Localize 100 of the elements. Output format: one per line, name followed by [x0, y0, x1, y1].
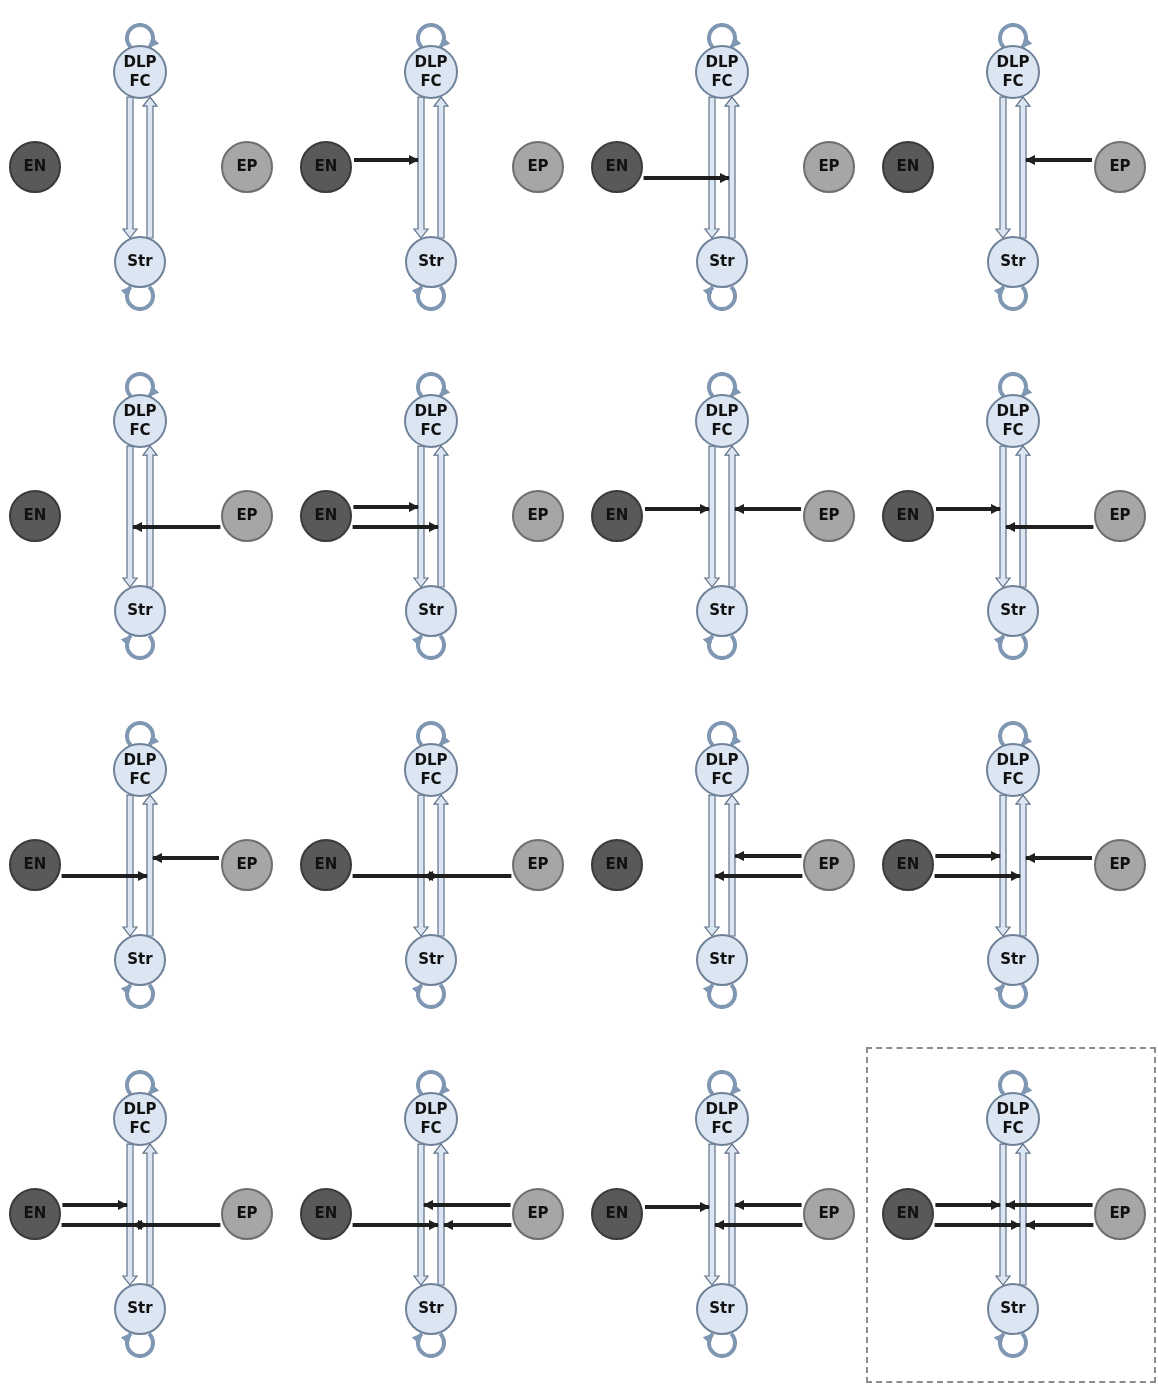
self-loop-arrow	[416, 1070, 451, 1096]
connection-arrow	[432, 96, 450, 239]
region-node: DLP FC	[113, 394, 167, 448]
modulation-arrow	[1024, 852, 1092, 864]
self-loop-arrow	[702, 1332, 737, 1358]
connection-arrow	[121, 445, 139, 588]
region-node: Str	[405, 236, 457, 288]
region-node: DLP FC	[404, 394, 458, 448]
self-loop-arrow	[702, 285, 737, 311]
input-node: EN	[882, 141, 934, 193]
self-loop-arrow	[120, 634, 155, 660]
self-loop-arrow	[993, 634, 1028, 660]
region-node: DLP FC	[986, 45, 1040, 99]
region-node: Str	[405, 934, 457, 986]
connection-arrow	[703, 794, 721, 937]
connection-arrow	[141, 794, 159, 937]
input-node: EN	[882, 839, 934, 891]
input-node: EP	[803, 1188, 855, 1240]
input-node: EP	[803, 490, 855, 542]
connection-arrow	[703, 445, 721, 588]
modulation-arrow	[1004, 521, 1094, 533]
region-node: DLP FC	[695, 45, 749, 99]
region-node: Str	[696, 934, 748, 986]
self-loop-arrow	[120, 1332, 155, 1358]
connection-arrow	[1014, 445, 1032, 588]
input-node: EN	[591, 1188, 643, 1240]
self-loop-arrow	[707, 721, 742, 747]
self-loop-arrow	[411, 983, 446, 1009]
region-node: Str	[114, 236, 166, 288]
self-loop-arrow	[416, 23, 451, 49]
connection-arrow	[1014, 1143, 1032, 1286]
connection-arrow	[412, 1143, 430, 1286]
modulation-arrow	[934, 870, 1022, 882]
input-node: EP	[221, 490, 273, 542]
input-node: EN	[9, 490, 61, 542]
modulation-arrow	[645, 1201, 711, 1213]
region-node: Str	[405, 585, 457, 637]
modulation-arrow	[935, 1199, 1002, 1211]
region-node: DLP FC	[404, 1092, 458, 1146]
connection-arrow	[141, 445, 159, 588]
self-loop-arrow	[998, 372, 1033, 398]
modulation-arrow	[354, 154, 420, 166]
input-node: EN	[9, 839, 61, 891]
connection-arrow	[703, 1143, 721, 1286]
self-loop-arrow	[120, 983, 155, 1009]
region-node: DLP FC	[113, 743, 167, 797]
self-loop-arrow	[120, 285, 155, 311]
input-node: EP	[512, 141, 564, 193]
region-node: DLP FC	[404, 743, 458, 797]
connection-arrow	[723, 794, 741, 937]
self-loop-arrow	[707, 372, 742, 398]
self-loop-arrow	[702, 983, 737, 1009]
self-loop-arrow	[993, 983, 1028, 1009]
modulation-arrow	[733, 850, 802, 862]
modulation-arrow	[645, 503, 711, 515]
region-node: Str	[987, 1283, 1039, 1335]
modulation-arrow	[733, 503, 801, 515]
self-loop-arrow	[993, 1332, 1028, 1358]
connection-arrow	[723, 445, 741, 588]
input-node: EP	[803, 839, 855, 891]
self-loop-arrow	[998, 721, 1033, 747]
input-node: EP	[1094, 490, 1146, 542]
input-node: EN	[300, 490, 352, 542]
connection-arrow	[432, 794, 450, 937]
input-node: EP	[221, 141, 273, 193]
connection-arrow	[412, 445, 430, 588]
modulation-arrow	[151, 852, 219, 864]
region-node: Str	[114, 585, 166, 637]
self-loop-arrow	[998, 1070, 1033, 1096]
connection-arrow	[994, 794, 1012, 937]
input-node: EP	[1094, 839, 1146, 891]
connection-arrow	[994, 96, 1012, 239]
self-loop-arrow	[411, 1332, 446, 1358]
region-node: Str	[987, 585, 1039, 637]
modulation-arrow	[936, 503, 1002, 515]
self-loop-arrow	[416, 721, 451, 747]
self-loop-arrow	[707, 1070, 742, 1096]
self-loop-arrow	[998, 23, 1033, 49]
input-node: EN	[591, 141, 643, 193]
connection-arrow	[121, 96, 139, 239]
modulation-arrow	[61, 870, 149, 882]
region-node: Str	[696, 585, 748, 637]
connection-arrow	[723, 96, 741, 239]
region-node: DLP FC	[986, 394, 1040, 448]
self-loop-arrow	[702, 634, 737, 660]
input-node: EN	[882, 490, 934, 542]
input-node: EN	[591, 490, 643, 542]
region-node: DLP FC	[113, 1092, 167, 1146]
input-node: EN	[300, 1188, 352, 1240]
input-node: EN	[591, 839, 643, 891]
region-node: Str	[696, 236, 748, 288]
region-node: Str	[405, 1283, 457, 1335]
connection-arrow	[141, 1143, 159, 1286]
modulation-arrow	[353, 501, 420, 513]
self-loop-arrow	[125, 721, 160, 747]
modulation-arrow	[442, 1219, 512, 1231]
connection-arrow	[1014, 96, 1032, 239]
connection-arrow	[723, 1143, 741, 1286]
region-node: DLP FC	[404, 45, 458, 99]
input-node: EP	[803, 141, 855, 193]
